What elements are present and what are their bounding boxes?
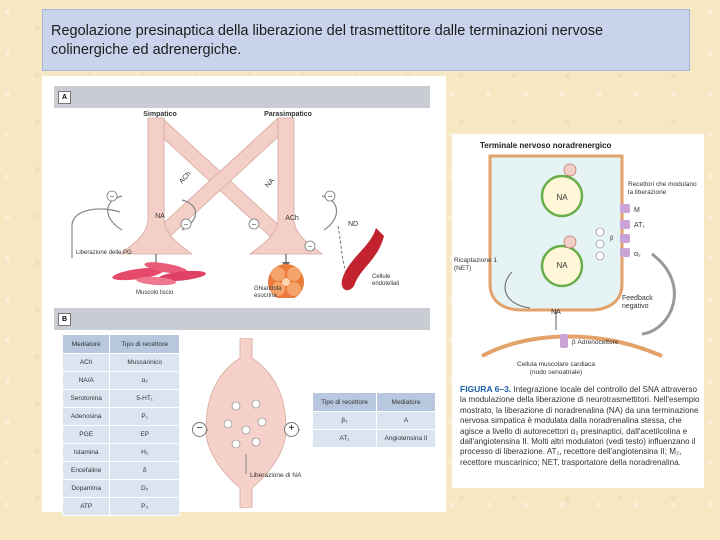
table-row: ACh Muscarinico [63, 354, 180, 372]
label-ghiandola: Ghiandola [254, 286, 282, 292]
table-row: β₂ A [313, 412, 436, 430]
cell-receptor: δ [110, 462, 180, 480]
cell-mediator: Serotonina [63, 390, 110, 408]
minus-1: − [110, 192, 115, 201]
caption-label: FIGURA 6–3. [460, 384, 511, 394]
table-row: AT₁ Angiotensina II [313, 430, 436, 448]
cell-mediator: Dopamina [63, 480, 110, 498]
right-table-header: Mediatore [376, 393, 435, 412]
cell-mediator: Istamina [63, 444, 110, 462]
label-alpha2: α₂ [634, 251, 641, 258]
figure-left: A − − − − − Simpatico Parasimpatico NA [42, 76, 446, 512]
receptors-line-2: la liberazione [628, 189, 667, 196]
label-simpatico: Simpatico [143, 111, 176, 118]
cell-mediator: PGE [63, 426, 110, 444]
cell-receptor: P₁ [110, 408, 180, 426]
cell-mediator: A [376, 412, 435, 430]
cell-mediator: Encefaline [63, 462, 110, 480]
left-table-header: Mediatore [63, 335, 110, 354]
panel-a-letter: A [58, 91, 71, 104]
label-na-left: NA [155, 213, 165, 220]
panel-b-header: B [54, 308, 430, 330]
receptors-line-1: Recettori che modulano [628, 181, 697, 188]
noradrenergic-terminal-diagram: Terminale nervoso noradrenergico NA NA M… [452, 134, 704, 384]
minus-2: − [328, 192, 333, 201]
feedback-arrow-left [108, 196, 122, 230]
label-endoteliali: endoteliali [372, 281, 399, 287]
reuptake-line-2: (NET) [454, 265, 471, 272]
table-row: Serotonina 5-HT₁ [63, 390, 180, 408]
reuptake-line-1: Ricaptazione 1 [454, 257, 497, 264]
plus-sign-circle: + [284, 422, 299, 437]
label-na-right: NA [264, 177, 276, 189]
minus-4: − [252, 220, 257, 229]
cell-receptor: D₂ [110, 480, 180, 498]
table-row: Dopamina D₂ [63, 480, 180, 498]
cell-receptor: H₂ [110, 444, 180, 462]
cell-receptor: P₃ [110, 498, 180, 516]
mediator-table-left: Mediatore Tipo di recettore ACh Muscarin… [62, 334, 180, 516]
cell-mediator: Adenosina [63, 408, 110, 426]
cell-receptor: 5-HT₁ [110, 390, 180, 408]
cell-receptor: β₂ [313, 412, 377, 430]
label-muscolo-liscio: Muscolo liscio [136, 290, 174, 296]
cell-receptor: AT₁ [313, 430, 377, 448]
slide-title: Regolazione presinaptica della liberazio… [42, 9, 690, 71]
table-row: ATP P₃ [63, 498, 180, 516]
feedback-line-2: negativo [622, 303, 649, 310]
table-row: Encefaline δ [63, 462, 180, 480]
label-ach-left: ACh [178, 170, 192, 185]
left-table-header: Tipo di recettore [110, 335, 180, 354]
panel-a-diagram: − − − − − Simpatico Parasimpatico NA ACh… [42, 108, 446, 298]
cell-receptor: α₂ [110, 372, 180, 390]
figure-right: Terminale nervoso noradrenergico NA NA M… [452, 134, 704, 488]
minus-3: − [184, 220, 189, 229]
cell-mediator: Angiotensina II [376, 430, 435, 448]
table-row: NA/A α₂ [63, 372, 180, 390]
label-na-mid: NA [556, 261, 568, 270]
table-row: Istamina H₂ [63, 444, 180, 462]
cell-mediator: NA/A [63, 372, 110, 390]
minus-5: − [308, 242, 313, 251]
label-beta-adr: β Adrenocettore [572, 339, 619, 346]
caption-text: Integrazione locale del controllo del SN… [460, 385, 700, 467]
label-na-bottom: NA [551, 309, 561, 316]
label-nd: ND [348, 221, 358, 228]
cell-receptor: EP [110, 426, 180, 444]
table-row: PGE EP [63, 426, 180, 444]
minus-sign-circle: − [192, 422, 207, 437]
label-ach-right: ACh [285, 215, 299, 222]
feedback-line-1: Feedback [622, 295, 653, 302]
label-liberazione-na: Liberazione di NA [250, 472, 301, 479]
label-m: M [634, 207, 640, 214]
cell-line-1: Cellula muscolare cardiaca [517, 361, 595, 368]
right-table-header: Tipo di recettore [313, 393, 377, 412]
mediator-table-right: Tipo di recettore Mediatore β₂ A AT₁ Ang… [312, 392, 436, 448]
table-row: Adenosina P₁ [63, 408, 180, 426]
cell-line-2: (nodo senoatriale) [530, 369, 582, 376]
label-at1: AT₁ [634, 222, 645, 229]
header-terminal: Terminale nervoso noradrenergico [480, 141, 612, 150]
cell-mediator: ATP [63, 498, 110, 516]
cell-mediator: ACh [63, 354, 110, 372]
figure-caption: FIGURA 6–3. Integrazione locale del cont… [460, 384, 700, 468]
label-beta: β [610, 236, 614, 242]
panel-b-letter: B [58, 313, 71, 326]
cell-receptor: Muscarinico [110, 354, 180, 372]
label-cellule: Cellule [372, 274, 391, 280]
label-na-top: NA [556, 193, 568, 202]
label-esocrina: esocrina [254, 293, 277, 298]
label-liberazione-pg: Liberazione delle PG [76, 250, 132, 256]
panel-a-header: A [54, 86, 430, 108]
smooth-muscle-cells [112, 260, 207, 287]
label-parasimpatico: Parasimpatico [264, 111, 312, 118]
